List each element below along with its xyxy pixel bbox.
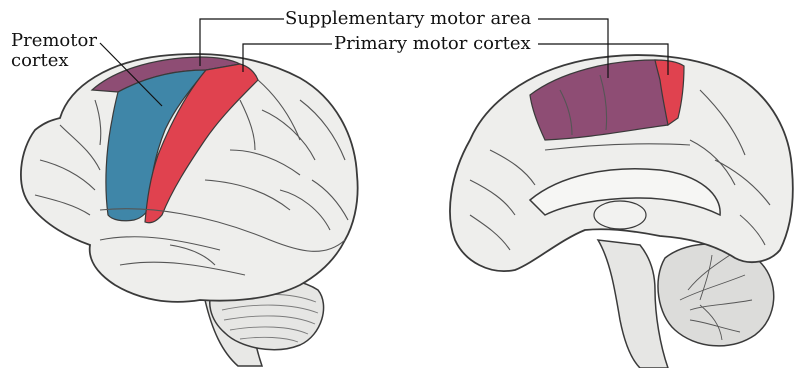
thalamus	[594, 201, 646, 229]
primary-motor-cortex-label: Primary motor cortex	[334, 34, 531, 54]
premotor-cortex-label: Premotor cortex	[11, 31, 97, 71]
premotor-label-line2: cortex	[11, 51, 97, 71]
lateral-brain-view	[21, 54, 358, 366]
medial-brain-view	[450, 55, 793, 368]
supplementary-motor-area-label: Supplementary motor area	[285, 9, 531, 29]
premotor-label-line1: Premotor	[11, 31, 97, 51]
medial-brainstem	[598, 240, 668, 368]
